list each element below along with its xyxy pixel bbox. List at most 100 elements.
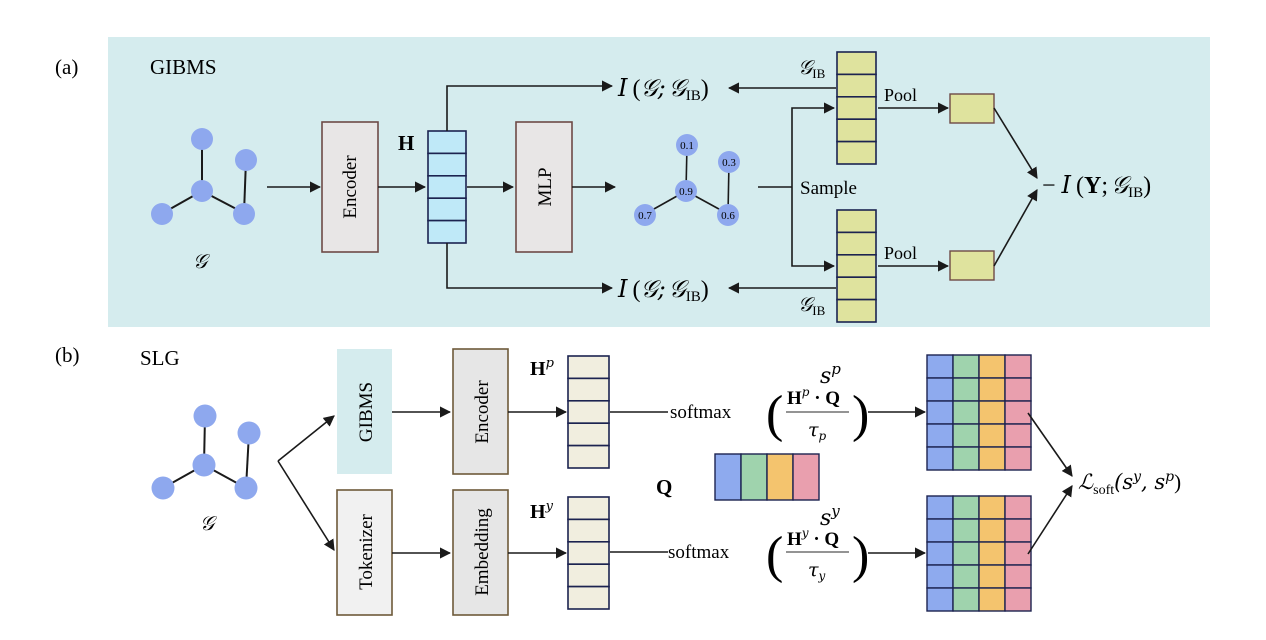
mlp-box [515, 121, 573, 253]
arrow-H-to-mi-top [446, 80, 614, 131]
arrow-H-to-mi-bottom [446, 243, 614, 294]
graph-node [234, 476, 258, 500]
vector-cell [836, 51, 877, 76]
score-cell [952, 518, 980, 543]
arrow-pooled-top-to-objective [993, 107, 1038, 179]
graph-node [193, 404, 217, 428]
graph-label-a: 𝒢 [193, 249, 211, 273]
prototype-cell [714, 453, 742, 501]
score-cell [978, 495, 1006, 520]
panel-b-title: SLG [140, 346, 180, 370]
panel-a-label: (a) [55, 55, 78, 79]
vector-cell [836, 96, 877, 121]
vector-cell [836, 209, 877, 234]
scored-node [717, 204, 739, 226]
score-cell [926, 400, 954, 425]
score-cell [978, 354, 1006, 379]
Hp-embedding [567, 355, 610, 469]
score-cell [952, 354, 980, 379]
gib-bottom-label: 𝒢IB [798, 292, 826, 318]
H-embedding [427, 130, 467, 244]
node-score: 0.9 [679, 186, 693, 198]
tokenizer-box [336, 489, 393, 616]
graph-node [237, 421, 261, 445]
encoder-label-b: Encoder [472, 380, 493, 444]
loss-term: ℒsoft(sy, sp) [1078, 469, 1181, 498]
score-cell [1004, 354, 1032, 379]
graph-label-b: 𝒢 [200, 511, 218, 535]
node-score: 0.7 [638, 210, 652, 222]
score-cell [1004, 446, 1032, 471]
score-cell [952, 495, 980, 520]
panel-b-label: (b) [55, 343, 80, 367]
vector-cell [567, 563, 610, 588]
softmax-denominator-bottom: τy [808, 559, 826, 583]
pooled-vector-bottom [949, 250, 995, 281]
paren-close-top: ) [852, 386, 869, 443]
vector-cell [567, 399, 610, 424]
H-label: H [398, 131, 414, 155]
softmax-bottom: softmax ( Hy · Q τy ) [668, 526, 869, 584]
scored-node [675, 180, 697, 202]
graph-node [191, 128, 213, 150]
prototype-cell [766, 453, 794, 501]
panel-a: (a) GIBMS 𝒢 Encoder H [55, 37, 1210, 327]
graph-node [233, 203, 255, 225]
score-cell [978, 564, 1006, 589]
vector-cell [567, 540, 610, 565]
Hp-label: Hp [530, 356, 555, 380]
node-score: 0.3 [722, 157, 736, 169]
score-cell [1004, 377, 1032, 402]
vector-cell [427, 175, 467, 200]
score-cell [926, 518, 954, 543]
graph-node [151, 476, 175, 500]
vector-cell [836, 140, 877, 165]
score-cell [978, 377, 1006, 402]
score-cell [1004, 587, 1032, 612]
gib-embedding-bottom [836, 209, 877, 323]
score-cell [952, 541, 980, 566]
arrow-graph-to-gibms [277, 415, 335, 462]
scored-graph-nodes: 0.1 0.3 0.9 0.7 0.6 [634, 134, 740, 226]
sy-label: sy [820, 502, 840, 531]
score-cell [978, 587, 1006, 612]
score-cell [1004, 541, 1032, 566]
pool-label-bottom: Pool [884, 243, 917, 263]
arrow-sy-to-loss [1027, 485, 1073, 555]
scored-node [676, 134, 698, 156]
sample-label: Sample [800, 178, 857, 199]
panel-a-background [108, 37, 1210, 327]
vector-cell [567, 422, 610, 447]
objective-term: −I(Y;𝒢IB) [1042, 171, 1151, 201]
input-graph-b-nodes [151, 404, 261, 500]
graph-node [191, 180, 213, 202]
score-cell [978, 541, 1006, 566]
vector-cell [427, 219, 467, 244]
node-score: 0.1 [680, 140, 694, 152]
arrow-sp-to-loss [1027, 412, 1073, 477]
sy-score-matrix [926, 495, 1032, 612]
score-cell [978, 400, 1006, 425]
score-cell [952, 377, 980, 402]
vector-cell [836, 298, 877, 323]
graph-node [192, 453, 216, 477]
panel-a-title: GIBMS [150, 55, 217, 79]
arrow-graph-to-tokenizer [277, 460, 335, 551]
graph-node [235, 149, 257, 171]
graph-node [151, 203, 173, 225]
prototype-cell [740, 453, 768, 501]
sp-label: sp [820, 360, 841, 389]
score-cell [1004, 423, 1032, 448]
score-cell [926, 354, 954, 379]
vector-cell [567, 444, 610, 469]
vector-cell [836, 118, 877, 143]
vector-cell [567, 585, 610, 610]
vector-cell [836, 276, 877, 301]
score-cell [1004, 495, 1032, 520]
score-cell [926, 446, 954, 471]
scored-node [718, 151, 740, 173]
softmax-fn-bottom: softmax [668, 542, 730, 563]
gibms-box-label: GIBMS [356, 382, 377, 442]
input-graph-a-nodes [151, 128, 257, 225]
